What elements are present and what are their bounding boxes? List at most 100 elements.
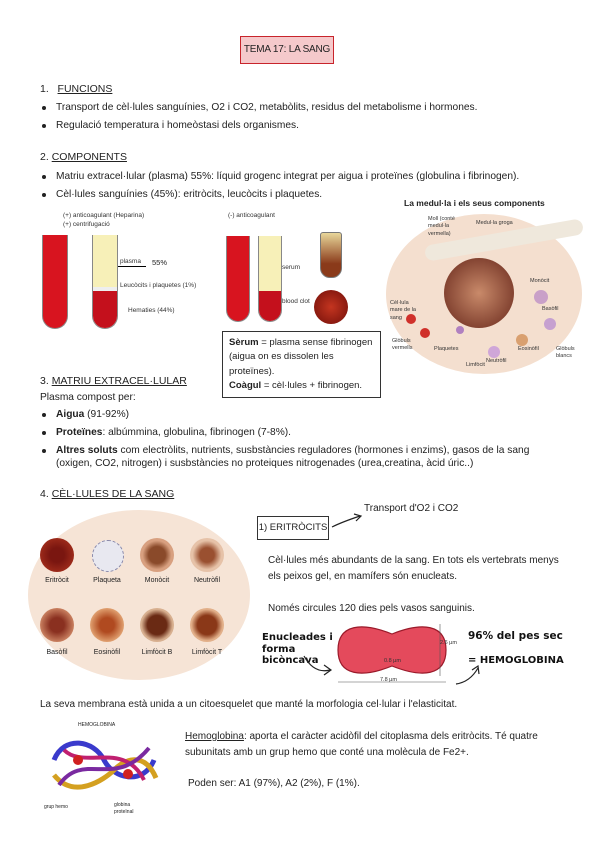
hemoglobin-types: Poden ser: A1 (97%), A2 (2%), F (1%). — [188, 778, 360, 789]
term: Altres soluts — [56, 444, 118, 456]
leucocytes-label: Leucòcits i plaquetes (1%) — [120, 282, 197, 289]
dimension-label: 0.8 µm — [384, 658, 401, 664]
lymphocyte-b-image — [140, 608, 174, 642]
cell-label: Neutròfil — [193, 577, 221, 584]
section-number: 3. — [40, 375, 49, 387]
dimension-label: 2.6 µm — [440, 640, 457, 646]
plasma-intro: Plasma compost per: — [40, 392, 136, 403]
clot-vial — [320, 232, 342, 278]
erythrocyte-cross-section — [337, 624, 447, 683]
marrow-label: Limfòcit — [466, 362, 485, 368]
marrow-label: Eosinòfil — [518, 346, 539, 352]
basophil-image — [40, 608, 74, 642]
list-item: Proteïnes: albúmmina, globulina, fibrino… — [40, 426, 565, 440]
serum-label: serum — [282, 264, 301, 271]
whole-blood-tube — [42, 235, 68, 329]
marrow-label: Moll (conté medul·la vermella) — [428, 216, 455, 237]
cell-label: Basòfil — [46, 649, 68, 656]
lymphocyte-t-image — [190, 608, 224, 642]
marrow-label: Glòbuls blancs — [556, 346, 575, 360]
membrane-text: La seva membrana està unida a un citoesq… — [40, 699, 458, 710]
list-item: Cèl·lules sanguínies (45%): eritròcits, … — [40, 188, 570, 202]
description: : albúmmina, globulina, fibrinogen (7-8%… — [102, 426, 292, 438]
term: Aigua — [56, 409, 85, 420]
section-1-heading: 1. FUNCIONS — [40, 82, 112, 96]
cell-label: Eosinòfil — [93, 649, 121, 656]
section-title: MATRIU EXTRACEL·LULAR — [51, 375, 187, 387]
cell-label: Monòcit — [144, 577, 170, 584]
list-item: Regulació temperatura i homeòstasi dels … — [40, 119, 560, 133]
figure-label: (+) centrifugació — [63, 221, 110, 228]
cell-label: Limfòcit T — [191, 649, 223, 656]
figure-title: HEMOGLOBINA — [78, 722, 116, 728]
clot-definition: = cèl·lules + fibrinogen. — [261, 379, 363, 391]
list-item: Aigua (91-92%) — [40, 408, 565, 422]
hemoglobin-figure: HEMOGLOBINA grup hemo globina proteïnal — [40, 722, 166, 815]
clot-label: blood clot — [282, 298, 310, 305]
section-title: COMPONENTS — [51, 151, 127, 163]
neutrophil-cell — [488, 346, 500, 358]
marrow-label: Cèl·lula mare de la sang — [390, 300, 416, 321]
cell-label: Eritròcit — [45, 577, 69, 584]
erythrocytes-lifespan: Només circules 120 dies pels vasos sangu… — [268, 603, 475, 614]
figure-label: grup hemo — [44, 804, 68, 810]
term: Proteïnes — [56, 426, 103, 438]
monocyte-image — [140, 538, 174, 572]
marrow-label: Medul·la groga — [476, 220, 513, 226]
red-cell — [420, 328, 430, 338]
eosinophil-image — [90, 608, 124, 642]
marrow-label: Plaquetes — [434, 346, 459, 352]
red-cell — [406, 314, 416, 324]
figure-title: La medul·la i els seus components — [404, 198, 545, 208]
erythrocytes-box: 1) ERITRÒCITS — [257, 516, 329, 540]
platelet-image — [92, 540, 124, 572]
serum-term: Sèrum — [229, 337, 259, 348]
handwritten-note: = HEMOGLOBINA — [468, 655, 564, 666]
serum-definition-box: Sèrum = plasma sense fibrinogen (aigua o… — [222, 331, 381, 398]
blood-cells-figure: Eritròcit Plaqueta Monòcit Neutròfil Bas… — [28, 510, 250, 680]
hemoglobin-term: Hemoglobina — [185, 731, 244, 742]
figure-label: (-) anticoagulant — [228, 212, 275, 219]
marrow-cross-section — [444, 258, 514, 328]
description: (91-92%) — [84, 409, 130, 420]
cell-label: Plaqueta — [93, 577, 121, 584]
clot-term: Coàgul — [229, 379, 262, 391]
handwritten-note: 96% del pes sec — [468, 630, 563, 642]
section-number: 1. — [40, 83, 49, 95]
arrow-icon — [331, 513, 363, 528]
marrow-label: Glòbuls vermells — [392, 338, 413, 352]
erythrocyte-image — [40, 538, 74, 572]
whole-blood-tube — [226, 236, 250, 322]
transport-text: Transport d'O2 i CO2 — [364, 503, 459, 514]
monocyte-cell — [534, 290, 548, 304]
plasma-label: plasma — [120, 258, 141, 265]
marrow-label: Basòfil — [542, 306, 559, 312]
section-title: CÈL·LULES DE LA SANG — [51, 488, 175, 500]
clot-image — [314, 290, 348, 324]
eosinophil-cell — [516, 334, 528, 346]
marrow-label: Neutròfil — [486, 358, 507, 364]
section-4-heading: 4. CÈL·LULES DE LA SANG — [40, 487, 174, 501]
section-number: 2. — [40, 151, 49, 163]
description: com electròlits, nutrients, susbstàncies… — [56, 444, 530, 470]
hemoglobin-molecule-image — [51, 740, 159, 790]
section-title: FUNCIONS — [57, 83, 113, 95]
section-3-heading: 3. MATRIU EXTRACEL·LULAR — [40, 374, 187, 388]
erythrocytes-description: Cèl·lules més abundants de la sang. En t… — [268, 555, 559, 582]
plasma-percent: 55% — [152, 258, 168, 267]
arrow-icon — [455, 664, 480, 685]
section-2-heading: 2. COMPONENTS — [40, 150, 127, 164]
dimension-label: 7.8 µm — [380, 677, 397, 683]
basophil-cell — [544, 318, 556, 330]
handwritten-note: Enucleades i forma bicòncava — [262, 632, 333, 666]
hemoglobin-definition: : aporta el caràcter acidòfil del citopl… — [185, 731, 538, 758]
list-item: Transport de cèl·lules sanguínies, O2 i … — [40, 101, 560, 115]
functions-list: Transport de cèl·lules sanguínies, O2 i … — [40, 101, 560, 137]
centrifuge-tubes-figure: (+) anticoagulant (Heparina) (+) centrif… — [28, 208, 218, 343]
figure-label: (+) anticoagulant (Heparina) — [63, 212, 145, 219]
hematies-label: Hematies (44%) — [128, 307, 175, 314]
marrow-label: Monòcit — [530, 278, 550, 284]
hemoglobin-paragraph: Hemoglobina: aporta el caràcter acidòfil… — [185, 729, 570, 761]
list-item: Altres soluts com electròlits, nutrients… — [40, 444, 565, 472]
serum-tubes-figure: (-) anticoagulant serum blood clot — [220, 210, 370, 325]
